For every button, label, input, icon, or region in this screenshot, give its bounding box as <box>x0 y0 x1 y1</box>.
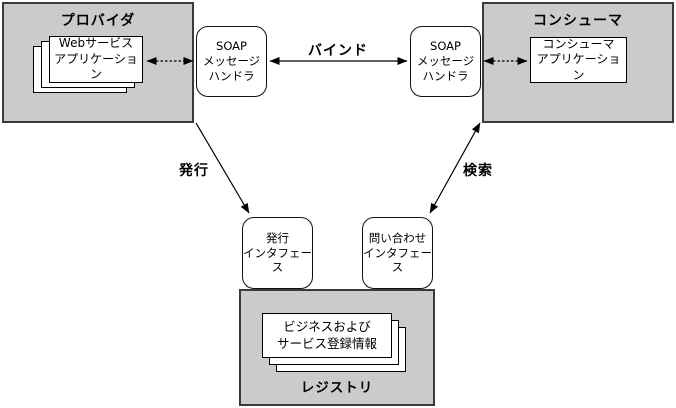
provider-title: プロバイダ <box>60 13 136 29</box>
inquiry-interface-node: 問い合わせ インタフェース <box>362 217 433 289</box>
soap-handler-provider-node: SOAP メッセージ ハンドラ <box>196 26 267 97</box>
consumer-title: コンシューマ <box>533 13 623 29</box>
registry-data-paper-front: ビジネスおよび サービス登録情報 <box>262 313 392 358</box>
registry-data-label: ビジネスおよび サービス登録情報 <box>276 319 377 351</box>
soap-handler-consumer-label: SOAP メッセージ ハンドラ <box>416 39 475 83</box>
edge-find <box>429 122 481 214</box>
soap-handler-consumer-node: SOAP メッセージ ハンドラ <box>410 26 481 97</box>
publish-edge-label: 発行 <box>179 163 209 179</box>
publish-interface-node: 発行 インタフェース <box>242 217 313 289</box>
provider-app-paper-front: Webサービス アプリケーション <box>49 36 143 83</box>
edge-publish <box>195 122 250 214</box>
inquiry-interface-label: 問い合わせ インタフェース <box>363 230 432 275</box>
consumer-app-node: コンシューマ アプリケーション <box>530 37 627 83</box>
bind-edge-label: バインド <box>308 43 368 59</box>
consumer-app-label: コンシューマ アプリケーション <box>536 36 621 82</box>
soap-handler-provider-label: SOAP メッセージ ハンドラ <box>202 39 261 83</box>
provider-app-label: Webサービス アプリケーション <box>54 36 138 82</box>
publish-interface-label: 発行 インタフェース <box>243 230 312 275</box>
registry-title: レジストリ <box>300 380 374 396</box>
find-edge-label: 検索 <box>463 163 493 179</box>
